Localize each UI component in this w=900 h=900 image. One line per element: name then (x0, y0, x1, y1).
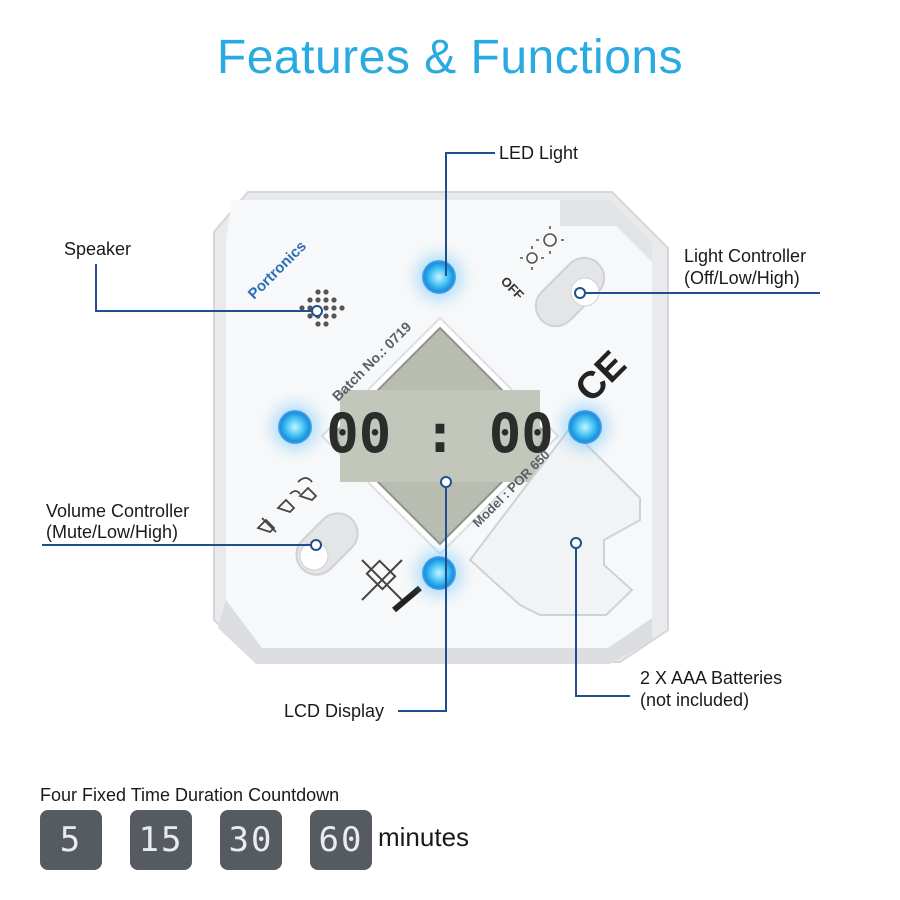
speaker-dot (311, 305, 323, 317)
led-light-leader (445, 152, 447, 276)
countdown-heading: Four Fixed Time Duration Countdown (40, 785, 340, 805)
battery-leader-h (575, 695, 630, 697)
light-controller-dot (574, 287, 586, 299)
speaker-label: Speaker (64, 239, 132, 259)
speaker-volume-icon (256, 477, 318, 534)
lcd-leader-h (398, 710, 447, 712)
speaker-leader-v (95, 264, 97, 312)
duration-30: 30 (220, 810, 282, 870)
minutes-unit: minutes (378, 822, 470, 852)
battery-cover (468, 426, 641, 616)
led-right (568, 410, 602, 444)
volume-controller-label: Volume Controller (46, 501, 190, 521)
light-controller-leader (584, 292, 820, 294)
led-light-label: LED Light (499, 143, 579, 163)
volume-controller-leader (42, 544, 310, 546)
led-light-leader-h (445, 152, 495, 154)
led-top (422, 260, 456, 294)
duration-60: 60 (310, 810, 372, 870)
lcd-leader-v (445, 486, 447, 712)
light-controller-label: Light Controller (684, 246, 807, 266)
lcd-display: 00 : 00 (320, 316, 560, 556)
batteries-label: 2 X AAA Batteries (640, 668, 783, 688)
page-title: Features & Functions (216, 31, 684, 84)
volume-controller-switch[interactable] (288, 505, 366, 583)
lcd-display-label: LCD Display (284, 701, 385, 721)
volume-controller-dot (310, 539, 322, 551)
duration-15: 15 (130, 810, 192, 870)
lcd-digits: 00 : 00 (326, 402, 554, 465)
crossed-bin-icon (361, 559, 403, 601)
volume-controller-sub: (Mute/Low/High) (46, 522, 179, 542)
batteries-sub: (not included) (640, 690, 750, 710)
sun-icon (520, 226, 564, 270)
led-bottom (422, 556, 456, 590)
duration-5: 5 (40, 810, 102, 870)
light-controller-sub: (Off/Low/High) (684, 268, 800, 288)
bin-bar (392, 585, 422, 613)
led-left (278, 410, 312, 444)
battery-leader-v (575, 547, 577, 697)
speaker-leader-h (95, 310, 313, 312)
